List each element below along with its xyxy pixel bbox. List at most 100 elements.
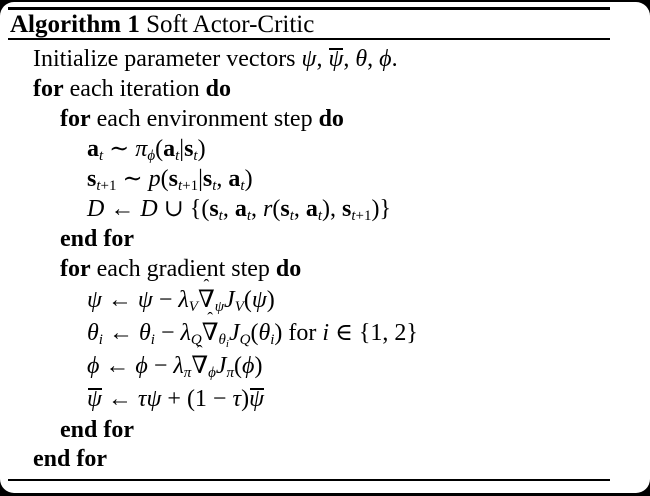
token-b: end for [33, 446, 107, 472]
token-b: for [60, 256, 91, 282]
token-sub: π [183, 365, 192, 381]
token-r: ( [243, 287, 252, 313]
token-bm: s [184, 136, 194, 162]
token-bm: a [234, 196, 247, 222]
token-sub: t [212, 178, 217, 194]
token-bm: s [280, 196, 290, 222]
token-sub: t [240, 178, 245, 194]
token-r: for [282, 320, 323, 346]
token-sub: t [193, 148, 198, 164]
token-r: ← [102, 320, 139, 346]
hat-accent: ˆ [196, 342, 203, 362]
token-r: ← [99, 353, 136, 379]
token-sub: t [177, 178, 183, 194]
token-i: ϕ [87, 353, 100, 379]
token-r: ← [104, 196, 141, 222]
token-i: θ [87, 320, 99, 346]
token-i: J [215, 353, 227, 379]
token-i: p [148, 166, 161, 192]
token-cal: D [87, 196, 105, 222]
token-r: , [222, 196, 235, 222]
token-subr: +1 [182, 178, 199, 194]
token-r: ∼ [116, 166, 149, 192]
token-r: , [216, 166, 229, 192]
token-r: . [391, 46, 398, 72]
token-sub: t [99, 148, 104, 164]
token-bm: s [342, 196, 352, 222]
token-r: , [316, 46, 329, 72]
token-bm: a [305, 196, 318, 222]
token-i: λ [178, 287, 189, 313]
algo-line: end for [0, 416, 650, 445]
token-b: for [60, 106, 91, 132]
token-b: do [275, 256, 302, 282]
token-r: ← [101, 287, 138, 313]
token-i: J [224, 287, 235, 313]
token-r: ( [272, 196, 281, 222]
token-bm: a [87, 136, 99, 162]
algorithm-title: Soft Actor-Critic [139, 11, 315, 38]
token-r: − [147, 353, 174, 379]
token-i: ψ [146, 386, 162, 412]
token-i: i [322, 320, 330, 346]
token-sub: t [246, 208, 251, 224]
token-sub: θ [218, 332, 226, 348]
token-bar: ψ [87, 386, 102, 412]
token-ssub: i [225, 338, 229, 350]
token-r: {( [189, 196, 210, 222]
token-r: − [152, 287, 179, 313]
token-r: ( [155, 136, 164, 162]
token-i: π [135, 136, 148, 162]
token-i: ψ [87, 287, 102, 313]
token-bar: ψ [328, 46, 344, 72]
token-sub: t [289, 208, 294, 224]
token-b: for [33, 76, 64, 102]
token-subr: +1 [100, 178, 117, 194]
token-r: | [179, 136, 185, 162]
token-r: ( [160, 166, 169, 192]
token-sub: i [98, 332, 103, 348]
algo-line: st+1 ∼ p(st+1|st, at) [0, 164, 650, 194]
token-r: , [293, 196, 306, 222]
token-i: ψ [251, 287, 267, 313]
token-sub: t [218, 208, 223, 224]
token-r: , [367, 46, 380, 72]
algorithm-body: Initialize parameter vectors ψ, ψ, θ, ϕ.… [0, 44, 650, 474]
token-i: θ [258, 320, 271, 346]
token-i: ϕ [135, 353, 148, 379]
token-r: ( [234, 353, 243, 379]
token-sub: V [234, 299, 244, 315]
algo-line: ψ ← τψ + (1 − τ)ψ [0, 383, 650, 416]
token-r: ( [250, 320, 259, 346]
token-i: τ [232, 386, 242, 412]
nabla-symbol: ∇ [201, 320, 219, 346]
token-cal: D [140, 196, 158, 222]
token-bm: a [228, 166, 241, 192]
token-sub: Q [239, 332, 251, 348]
algo-line: end for [0, 445, 650, 474]
token-r: {1, 2} [358, 320, 418, 346]
token-b: end for [60, 417, 134, 443]
token-r: ) [197, 136, 206, 162]
nabla-symbol: ∇ [191, 353, 209, 379]
token-r: ) [254, 353, 263, 379]
algo-line: end for [0, 224, 650, 254]
algo-line: at ∼ πϕ(at|st) [0, 134, 650, 164]
token-i: τ [137, 386, 147, 412]
top-rule [8, 7, 610, 10]
hat-accent: ˆ [207, 309, 213, 329]
token-r: , [343, 46, 356, 72]
token-r: )} [371, 196, 392, 222]
token-i: ϕ [242, 353, 255, 379]
algo-line: Initialize parameter vectors ψ, ψ, θ, ϕ. [0, 44, 650, 74]
nabla-hat-symbol: ˆ∇ [198, 277, 215, 312]
token-sub: t [175, 148, 180, 164]
token-r: ∼ [103, 136, 136, 162]
token-i: λ [180, 320, 191, 346]
token-r: , [251, 196, 263, 222]
token-sub: ϕ [147, 148, 156, 164]
bottom-rule [8, 479, 610, 481]
token-r: ) [241, 386, 250, 412]
